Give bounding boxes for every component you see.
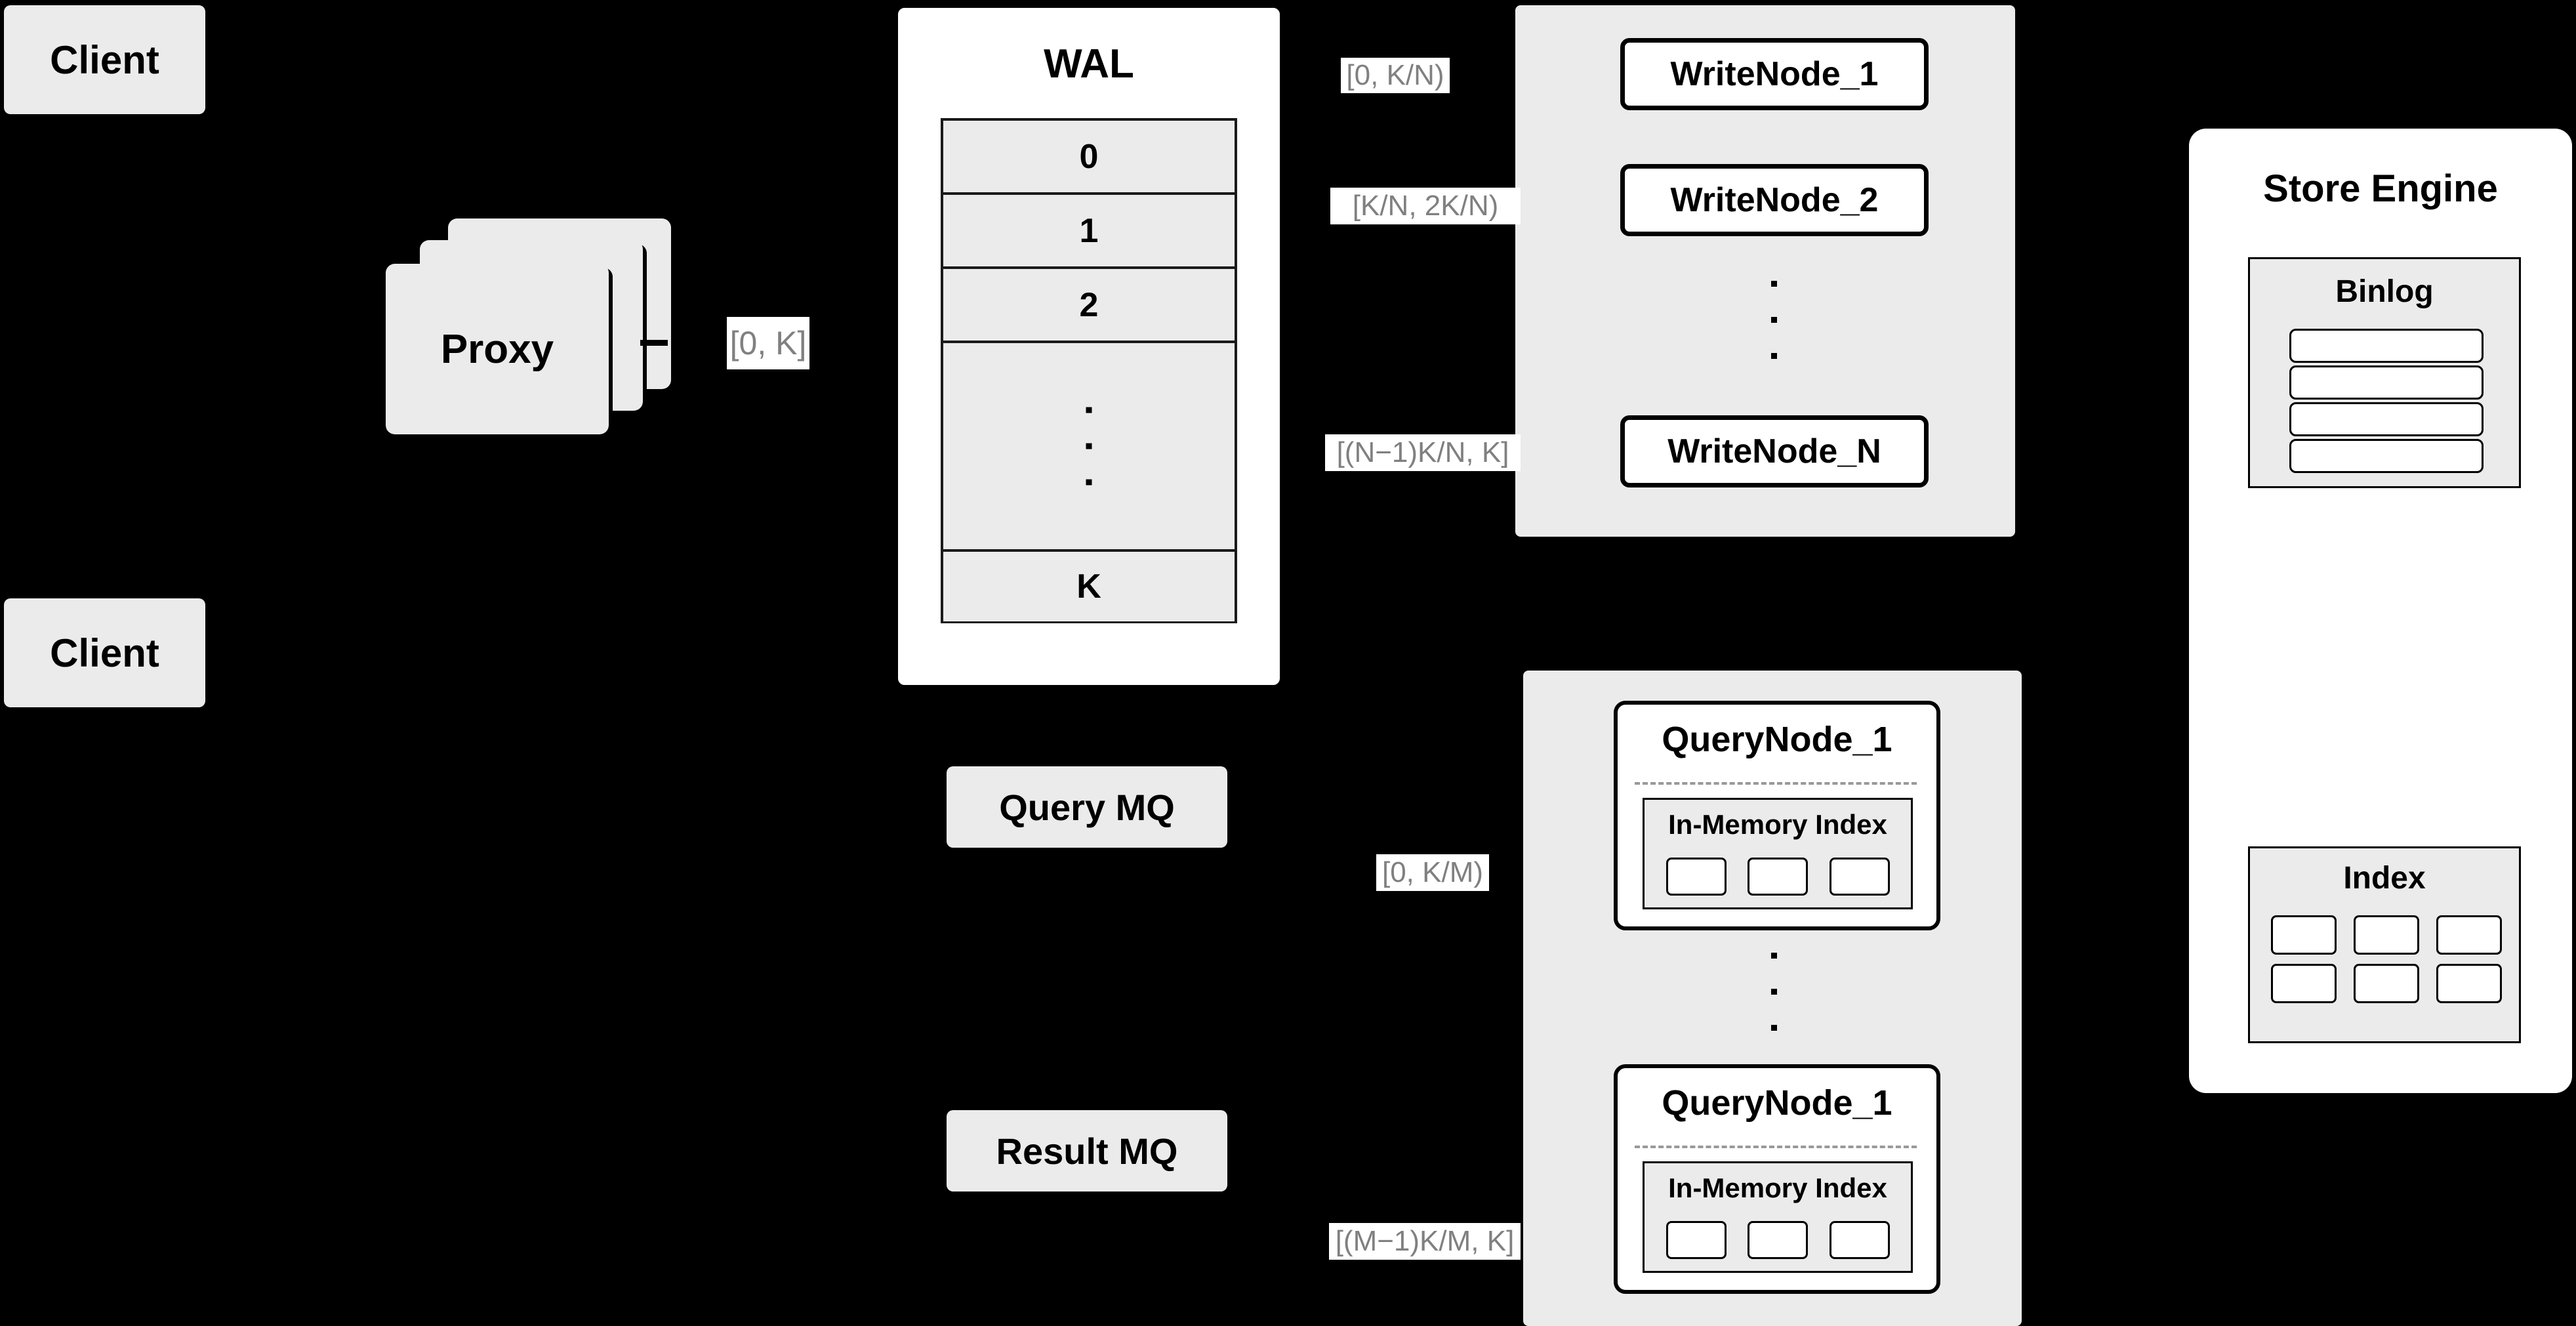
edge-label-text: [0, K/M) xyxy=(1381,856,1484,888)
in-memory-index-1[interactable]: In-Memory Index xyxy=(1643,798,1913,909)
write-node-label: WriteNode_N xyxy=(1667,432,1881,470)
store-engine-title: Store Engine xyxy=(2263,167,2498,210)
query-mq-box[interactable]: Query MQ xyxy=(947,766,1227,848)
client-label: Client xyxy=(50,37,159,82)
binlog-panel[interactable]: Binlog xyxy=(2248,257,2521,488)
write-node-2[interactable]: WriteNode_2 xyxy=(1620,164,1929,236)
edge-label-mq-to-query-1: [0, K/M) xyxy=(1376,854,1489,891)
in-memory-index-label: In-Memory Index xyxy=(1668,1172,1887,1203)
edge-label-mq-to-query-m: [(M−1)K/M, K] xyxy=(1329,1223,1521,1260)
index-chip[interactable] xyxy=(1666,1221,1727,1259)
edge-label-wal-to-write-1: [0, K/N) xyxy=(1341,58,1450,93)
binlog-bar[interactable] xyxy=(2289,402,2484,436)
index-chip[interactable] xyxy=(1829,858,1890,896)
query-node-m[interactable]: QueryNode_1 In-Memory Index xyxy=(1614,1064,1940,1294)
in-memory-index-m[interactable]: In-Memory Index xyxy=(1643,1161,1913,1273)
edge-label-text: [K/N, 2K/N) xyxy=(1352,190,1499,222)
binlog-title: Binlog xyxy=(2335,274,2434,309)
wal-row-ellipsis xyxy=(943,343,1235,552)
query-node-1[interactable]: QueryNode_1 In-Memory Index xyxy=(1614,701,1940,930)
edge-label-wal-to-write-n: [(N−1)K/N, K] xyxy=(1325,434,1521,471)
store-index-chip[interactable] xyxy=(2271,964,2337,1003)
in-memory-index-label: In-Memory Index xyxy=(1668,809,1887,840)
wal-row[interactable]: K xyxy=(943,552,1235,621)
edge-label-proxy-to-wal: [0, K] xyxy=(727,317,809,369)
wal-row[interactable]: 0 xyxy=(943,121,1235,195)
write-node-label: WriteNode_2 xyxy=(1670,181,1879,219)
binlog-bar[interactable] xyxy=(2289,365,2484,400)
write-group-vertical-ellipsis-icon xyxy=(1771,281,1777,359)
wal-row-value: K xyxy=(1076,568,1101,606)
write-node-n[interactable]: WriteNode_N xyxy=(1620,415,1929,487)
query-node-divider xyxy=(1635,782,1917,785)
store-index-chip[interactable] xyxy=(2436,964,2502,1003)
queue-label: Query MQ xyxy=(999,786,1175,828)
query-group-vertical-ellipsis-icon xyxy=(1771,953,1777,1031)
store-index-panel[interactable]: Index xyxy=(2248,846,2521,1043)
edge-label-text: [(N−1)K/N, K] xyxy=(1336,436,1509,468)
wal-row-value: 2 xyxy=(1079,285,1099,324)
query-node-label: QueryNode_1 xyxy=(1662,1083,1892,1123)
wal-row-value: 1 xyxy=(1079,211,1099,250)
store-index-chip[interactable] xyxy=(2436,915,2502,955)
index-chip[interactable] xyxy=(1748,1221,1808,1259)
write-node-1[interactable]: WriteNode_1 xyxy=(1620,38,1929,110)
edge-label-wal-to-write-2: [K/N, 2K/N) xyxy=(1330,188,1521,224)
vertical-ellipsis-icon xyxy=(1086,407,1092,486)
query-node-divider xyxy=(1635,1146,1917,1148)
queue-label: Result MQ xyxy=(996,1130,1178,1172)
edge-label-text: [(M−1)K/M, K] xyxy=(1335,1225,1515,1257)
proxy-label: Proxy xyxy=(440,326,554,372)
binlog-bar[interactable] xyxy=(2289,439,2484,473)
wal-row-value: 0 xyxy=(1079,137,1099,176)
proxy-sheet-front[interactable]: Proxy xyxy=(386,264,609,434)
result-mq-box[interactable]: Result MQ xyxy=(947,1110,1227,1191)
store-index-chip[interactable] xyxy=(2271,915,2337,955)
store-index-chip[interactable] xyxy=(2354,964,2419,1003)
query-node-label: QueryNode_1 xyxy=(1662,720,1892,759)
wal-row[interactable]: 1 xyxy=(943,195,1235,269)
edge-label-text: [0, K/N) xyxy=(1346,59,1444,91)
client-label: Client xyxy=(50,631,159,675)
client-box-2[interactable]: Client xyxy=(4,598,205,707)
index-chip[interactable] xyxy=(1748,858,1808,896)
wal-title: WAL xyxy=(1044,41,1134,87)
binlog-bar[interactable] xyxy=(2289,329,2484,363)
index-chip[interactable] xyxy=(1829,1221,1890,1259)
index-chip[interactable] xyxy=(1666,858,1727,896)
wal-table[interactable]: 0 1 2 K xyxy=(941,118,1237,623)
edge-label-text: [0, K] xyxy=(729,325,807,362)
write-node-label: WriteNode_1 xyxy=(1670,55,1879,93)
store-index-title: Index xyxy=(2343,861,2426,896)
client-box-1[interactable]: Client xyxy=(4,5,205,114)
store-index-chip[interactable] xyxy=(2354,915,2419,955)
wal-row[interactable]: 2 xyxy=(943,269,1235,343)
